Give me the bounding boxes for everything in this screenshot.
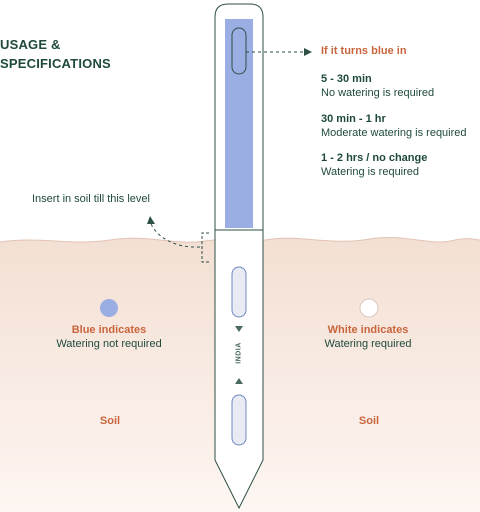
white-indicator-desc: Watering required: [324, 338, 412, 350]
spec-description: No watering is required: [321, 87, 435, 99]
spec-description: Watering is required: [321, 166, 420, 178]
insert-level-bracket: [201, 232, 209, 263]
white-indicator-caption: White indicates Watering required: [288, 323, 448, 351]
probe-country-label: INDIA: [235, 342, 243, 364]
probe-window-lower: [231, 394, 247, 446]
down-arrow-icon: [235, 326, 243, 332]
page-title-line2: SPECIFICATIONS: [0, 56, 111, 71]
soil-label-left: Soil: [99, 415, 121, 427]
blue-indicator-dot: [100, 299, 118, 317]
probe-top-slot: [231, 27, 247, 75]
callout-arrow-icon: [304, 48, 312, 56]
soil-label-right: Soil: [358, 415, 380, 427]
page-title: USAGE & SPECIFICATIONS: [0, 35, 111, 73]
up-arrow-icon: [235, 378, 243, 384]
soil-surface-line: [0, 236, 480, 243]
insert-arrow-icon: [147, 216, 155, 224]
insert-level-label: Insert in soil till this level: [32, 193, 150, 205]
spec-item: 30 min - 1 hr Moderate watering is requi…: [321, 112, 467, 140]
blue-indicator-title: Blue indicates: [71, 324, 147, 336]
spec-item: 5 - 30 min No watering is required: [321, 72, 434, 100]
page-title-line1: USAGE &: [0, 37, 61, 52]
spec-time: 1 - 2 hrs / no change: [321, 152, 428, 164]
spec-description: Moderate watering is required: [321, 127, 467, 139]
spec-item: 1 - 2 hrs / no change Watering is requir…: [321, 151, 427, 179]
blue-indicator-caption: Blue indicates Watering not required: [29, 323, 189, 351]
probe-window-upper: [231, 266, 247, 318]
callout-label: If it turns blue in: [321, 45, 407, 57]
probe-blue-section: [225, 19, 253, 228]
spec-time: 30 min - 1 hr: [321, 113, 386, 125]
insert-leader-curve: [150, 223, 201, 248]
spec-time: 5 - 30 min: [321, 73, 372, 85]
blue-indicator-desc: Watering not required: [56, 338, 162, 350]
white-indicator-dot: [359, 298, 379, 318]
white-indicator-title: White indicates: [327, 324, 409, 336]
